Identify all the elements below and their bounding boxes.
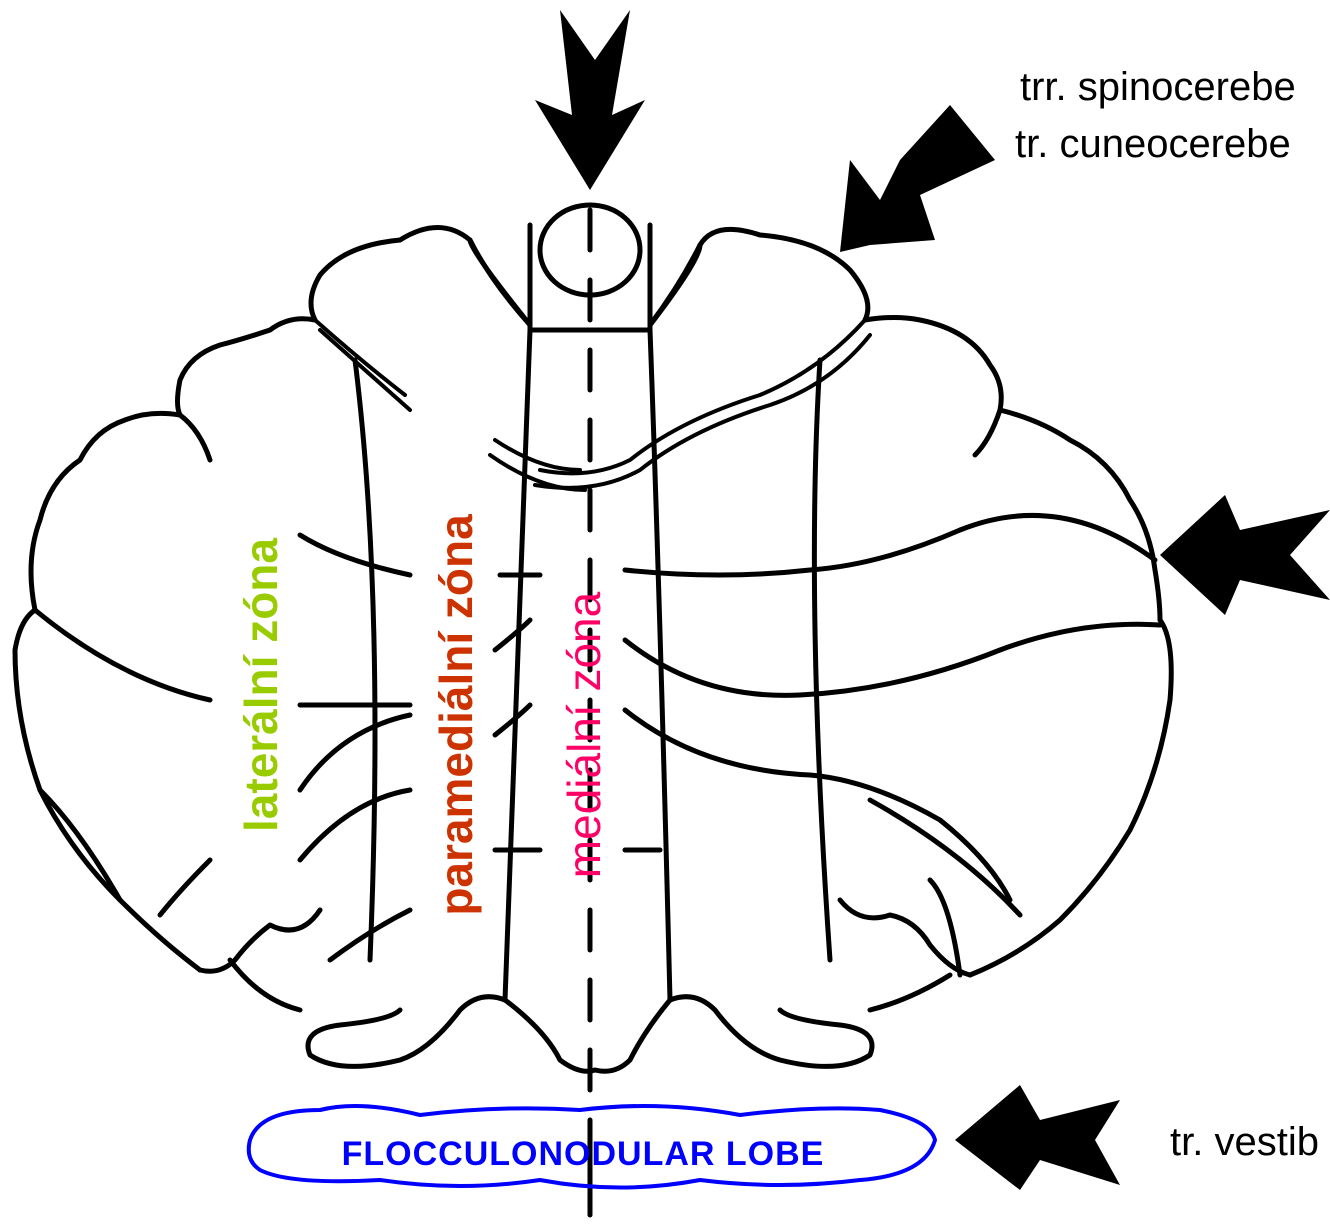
spinocerebellar-tract-label: trr. spinocerebe	[1020, 65, 1296, 109]
arrow-right-icon	[1160, 495, 1330, 615]
paramedial-zone-label: paramediální zóna	[430, 514, 482, 916]
flocculonodular-label: FLOCCULONODULAR LOBE	[342, 1135, 825, 1173]
vestibular-tract-label: tr. vestib	[1170, 1120, 1319, 1164]
arrow-top-icon	[535, 10, 645, 190]
arrow-upper-right-icon	[840, 105, 995, 252]
lateral-zone-label: laterální zóna	[235, 538, 287, 832]
arrow-bottom-right-icon	[955, 1085, 1120, 1190]
cuneocerebellar-tract-label: tr. cuneocerebe	[1015, 122, 1291, 166]
medial-zone-label: mediální zóna	[558, 591, 610, 878]
